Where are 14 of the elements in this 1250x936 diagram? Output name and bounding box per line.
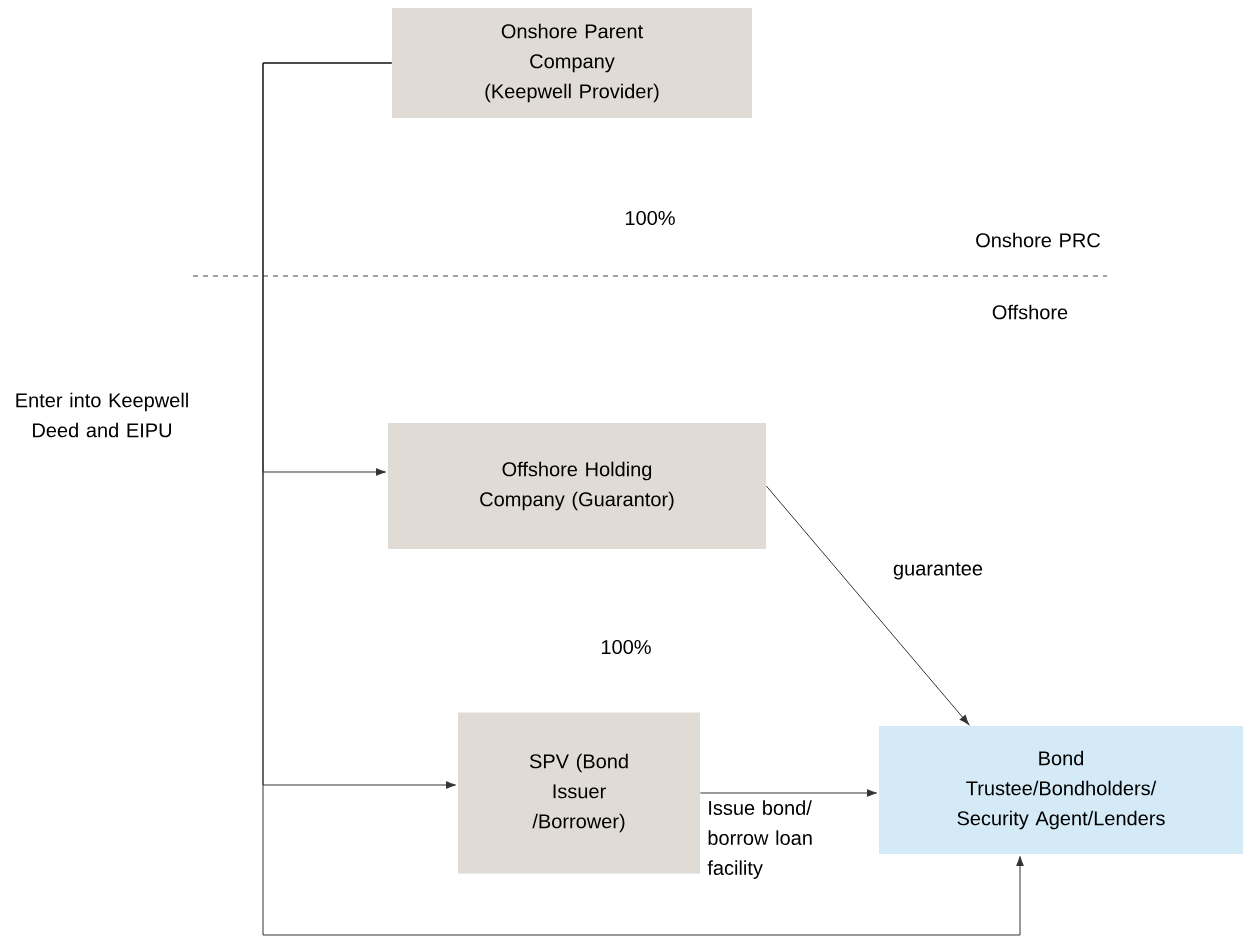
arrow [699,789,877,797]
arrow [262,62,1024,936]
edge-label: guarantee [893,562,983,580]
text-label: 100% [601,639,651,655]
party-box: SPV (Bond Issuer /Borrower) [458,712,700,874]
party-box: Offshore Holding Company (Guarantor) [388,423,766,549]
party-box: Bond Trustee/Bondholders/ Security Agent/Lenders [879,726,1243,854]
text-label: Offshore [992,304,1068,320]
text-label: Onshore PRC [976,232,1100,248]
arrow [765,485,970,725]
text-label: 100% [625,210,675,226]
text-label: Enter into Keepwell Deed and EIPU [16,392,188,438]
party-box: Onshore Parent Company (Keepwell Provider) [392,8,752,118]
edge-label: Issue bond/ borrow loan facility [707,800,812,879]
